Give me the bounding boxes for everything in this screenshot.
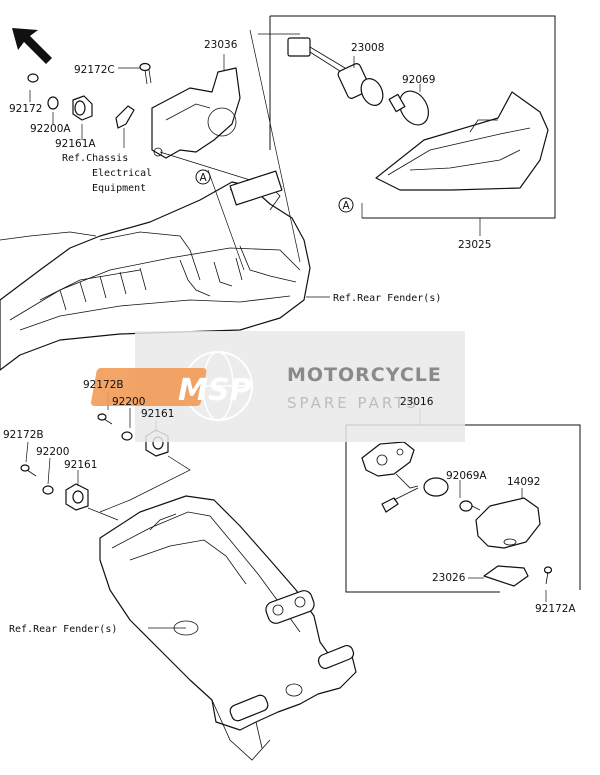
screw-92172C	[139, 62, 152, 85]
ref-rear-fender-lower: Ref.Rear Fender(s)	[9, 624, 117, 635]
bulb-92069	[388, 90, 430, 126]
label-92172: 92172	[9, 103, 42, 115]
upper-rear-fender	[0, 170, 311, 371]
label-23016: 23016	[400, 396, 434, 408]
license-bracket	[99, 495, 357, 761]
small-parts-left	[27, 73, 135, 129]
screw-92172A	[543, 566, 553, 585]
label-23008: 23008	[351, 42, 384, 54]
label-92172A: 92172A	[535, 603, 576, 615]
circle-a-marker-2: A	[338, 197, 354, 213]
gasket-23026	[483, 565, 529, 587]
ref-chassis-line3: Equipment	[92, 183, 146, 194]
label-92172C: 92172C	[74, 64, 115, 76]
label-92161-2: 92161	[64, 459, 97, 471]
socket-23008	[287, 37, 384, 106]
label-92069: 92069	[402, 74, 435, 86]
watermark-line2: SPARE PARTS	[287, 394, 419, 412]
direction-arrow-icon	[12, 28, 52, 64]
lens-cover-14092	[475, 497, 541, 549]
label-23025: 23025	[458, 239, 491, 251]
ref-chassis-line2: Electrical	[92, 168, 152, 179]
circle-a-label-2: A	[343, 200, 351, 212]
label-92161A: 92161A	[55, 138, 96, 150]
leader-lines-top	[29, 29, 481, 298]
tail-light-23025	[375, 91, 549, 191]
label-92069A: 92069A	[446, 470, 487, 482]
label-92172B-1: 92172B	[83, 379, 124, 391]
bracket-23036	[151, 67, 241, 159]
label-23036: 23036	[204, 39, 238, 51]
circle-a-label-1: A	[200, 172, 208, 184]
circle-a-marker-1: A	[195, 169, 211, 185]
ref-chassis-line1: Ref.Chassis	[62, 153, 128, 164]
watermark-logo: MSP	[178, 373, 251, 408]
watermark-logo-badge	[91, 368, 207, 406]
label-23026: 23026	[432, 572, 466, 584]
label-14092: 14092	[507, 476, 540, 488]
leader-lines-lower	[25, 392, 547, 629]
ref-rear-fender-upper: Ref.Rear Fender(s)	[333, 293, 441, 304]
label-92200-1: 92200	[112, 396, 145, 408]
tail-light-callout-box	[269, 15, 556, 219]
label-92200A: 92200A	[30, 123, 71, 135]
label-92161-1: 92161	[141, 408, 174, 420]
license-light-socket-23016	[361, 441, 481, 513]
watermark-line1: MOTORCYCLE	[287, 364, 442, 386]
label-92172B-2: 92172B	[3, 429, 44, 441]
watermark: MSP MOTORCYCLE SPARE PARTS	[91, 331, 465, 442]
label-92200-2: 92200	[36, 446, 69, 458]
